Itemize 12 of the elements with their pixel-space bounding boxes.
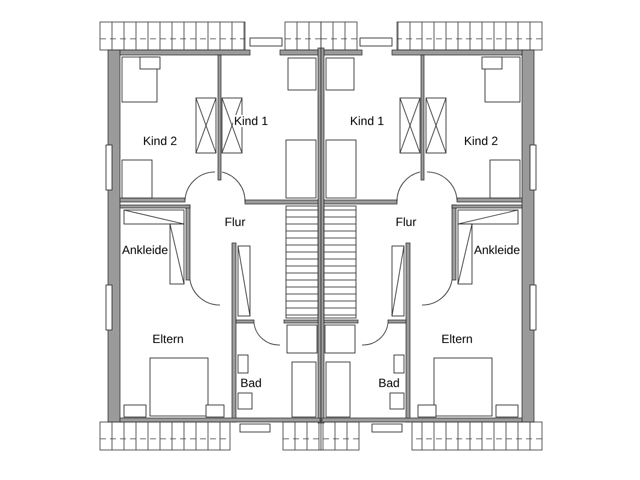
room-label: Kind 1 [348, 115, 386, 127]
room-label: Flur [224, 216, 246, 228]
room-label: Eltern [440, 333, 474, 345]
room-label: Eltern [151, 333, 185, 345]
room-label: Flur [394, 216, 418, 228]
room-label: Kind 2 [462, 135, 500, 147]
room-label: Ankleide [120, 244, 170, 256]
room-label: Bad [377, 377, 401, 389]
room-label: Kind 1 [232, 115, 270, 127]
room-label: Bad [239, 377, 263, 389]
room-label: Kind 2 [142, 135, 178, 147]
room-label: Ankleide [472, 244, 522, 256]
